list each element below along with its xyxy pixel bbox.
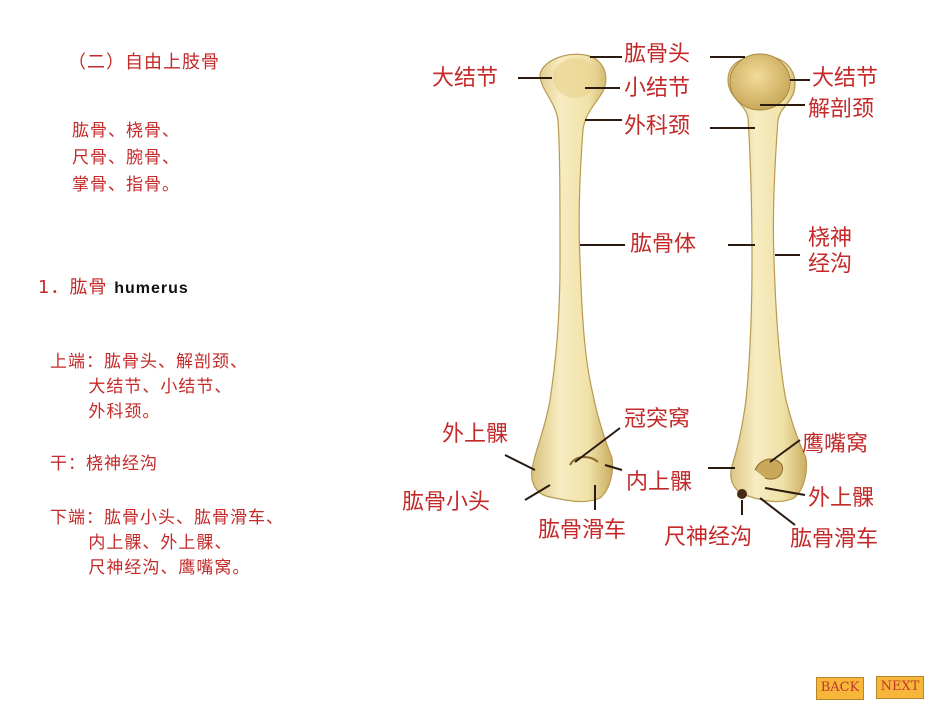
- label-olecranon-fossa: 鹰嘴窝: [802, 432, 869, 457]
- label-greater-tubercle-right: 大结节: [812, 66, 879, 91]
- label-coronoid-fossa: 冠突窝: [624, 407, 691, 432]
- humerus-title: 1．肱骨 humerus: [38, 274, 189, 302]
- label-medial-epicondyle: 内上髁: [626, 470, 693, 495]
- label-capitulum: 肱骨小头: [402, 490, 491, 515]
- next-button[interactable]: NEXT: [876, 676, 924, 699]
- leader-lines: [504, 56, 810, 526]
- label-lateral-epicondyle-right: 外上髁: [808, 486, 875, 511]
- label-surgical-neck: 外科颈: [624, 114, 691, 139]
- humerus-title-cn: 1．肱骨: [38, 277, 115, 298]
- label-trochlea-right: 肱骨滑车: [790, 527, 879, 552]
- bones-list: 肱骨、桡骨、 尺骨、腕骨、 掌骨、指骨。: [72, 121, 180, 195]
- humerus-posterior: [727, 53, 808, 503]
- lower-end-text: 下端：肱骨小头、肱骨滑车、 内上髁、外上髁、 尺神经沟、鹰嘴窝。: [50, 508, 284, 578]
- upper-end-text: 上端：肱骨头、解剖颈、 大结节、小结节、 外科颈。: [50, 352, 248, 422]
- label-head: 肱骨头: [624, 42, 691, 67]
- label-greater-tubercle-left: 大结节: [432, 66, 499, 91]
- section-heading: （二）自由上肢骨: [68, 52, 220, 73]
- label-lateral-epicondyle-left: 外上髁: [442, 422, 509, 447]
- shaft-text: 干：桡神经沟: [50, 454, 158, 474]
- humerus-title-en: humerus: [114, 280, 189, 297]
- label-trochlea-left: 肱骨滑车: [538, 518, 627, 543]
- label-lesser-tubercle: 小结节: [624, 76, 691, 101]
- label-anatomical-neck: 解剖颈: [808, 97, 875, 122]
- label-radial-groove: 桡神 经沟: [808, 226, 853, 277]
- label-ulnar-groove: 尺神经沟: [664, 525, 753, 550]
- humerus-anterior: [531, 53, 614, 503]
- back-button[interactable]: BACK: [816, 677, 864, 700]
- label-body: 肱骨体: [630, 232, 697, 257]
